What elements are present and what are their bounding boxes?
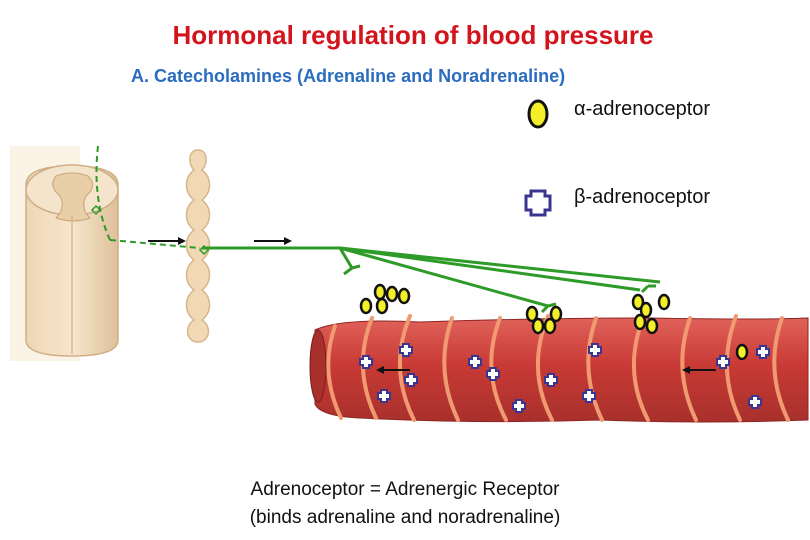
beta-receptor-group	[359, 343, 770, 413]
beta-receptor	[359, 355, 373, 369]
legend-beta-label: β-adrenoceptor	[574, 186, 711, 208]
alpha-receptor	[657, 293, 671, 311]
legend-alpha-icon	[527, 99, 549, 129]
blood-vessel	[309, 314, 809, 423]
beta-receptor	[748, 395, 762, 409]
legend-alpha-label: α-adrenoceptor	[574, 98, 711, 120]
footnote: Adrenoceptor = Adrenergic Receptor (bind…	[0, 476, 810, 532]
beta-receptor	[512, 399, 526, 413]
beta-receptor	[756, 345, 770, 359]
beta-receptor	[588, 343, 602, 357]
alpha-receptor	[543, 317, 557, 335]
alpha-receptor-group	[359, 283, 749, 361]
beta-receptor	[399, 343, 413, 357]
legend-beta-icon	[524, 189, 552, 217]
alpha-receptor	[397, 287, 411, 305]
alpha-receptor	[531, 317, 545, 335]
alpha-receptor	[645, 317, 659, 335]
alpha-receptor	[385, 285, 399, 303]
alpha-receptor	[633, 313, 647, 331]
page-subtitle: A. Catecholamines (Adrenaline and Noradr…	[131, 66, 566, 86]
page-title: Hormonal regulation of blood pressure	[172, 20, 654, 50]
beta-receptor	[544, 373, 558, 387]
sympathetic-nerve	[90, 145, 661, 314]
impulse-arrows	[148, 237, 292, 245]
beta-receptor	[404, 373, 418, 387]
alpha-receptor	[549, 305, 563, 323]
alpha-receptor	[631, 293, 645, 311]
spinal-cord	[10, 146, 119, 361]
sympathetic-chain	[185, 149, 211, 343]
alpha-receptor	[373, 283, 387, 301]
alpha-receptor	[525, 305, 539, 323]
beta-receptor	[486, 367, 500, 381]
beta-receptor	[582, 389, 596, 403]
footnote-line-2: (binds adrenaline and noradrenaline)	[249, 507, 561, 528]
beta-receptor	[377, 389, 391, 403]
alpha-receptor	[735, 343, 749, 361]
beta-receptor	[468, 355, 482, 369]
alpha-receptor	[639, 301, 653, 319]
alpha-receptor	[359, 297, 373, 315]
beta-receptor	[716, 355, 730, 369]
footnote-line-1: Adrenoceptor = Adrenergic Receptor	[250, 479, 560, 500]
alpha-receptor	[375, 297, 389, 315]
